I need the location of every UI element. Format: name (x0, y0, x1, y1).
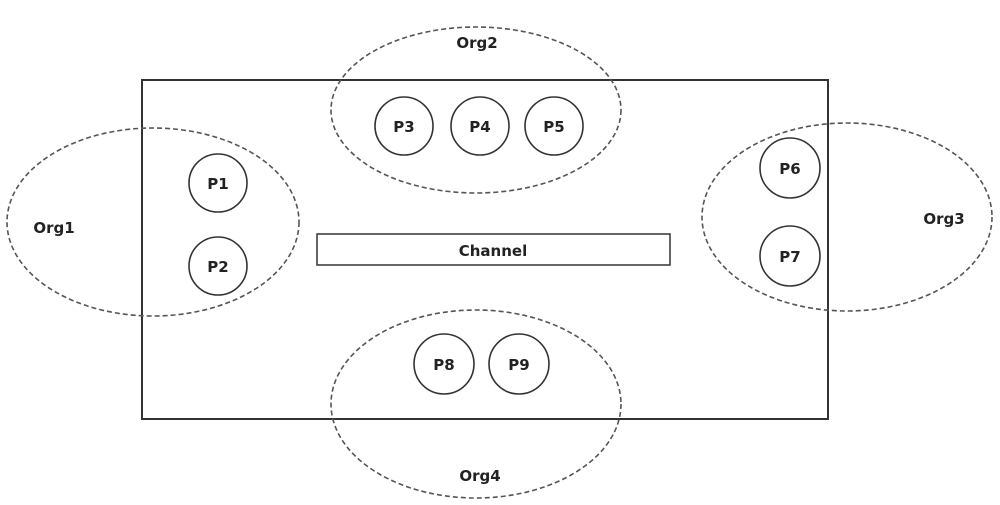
org1-group: Org1 P1 P2 (6, 127, 300, 317)
peer-p8-node (413, 333, 475, 395)
org4-label: Org4 (459, 467, 500, 485)
org2-group: Org2 P3 P4 P5 (330, 26, 622, 194)
peer-p7-node (759, 225, 821, 287)
org3-boundary (701, 122, 993, 312)
peer-p3-node (374, 96, 434, 156)
peer-p6-node (759, 137, 821, 199)
org2-label: Org2 (456, 34, 497, 52)
peer-p4-node (450, 96, 510, 156)
channel-label: Channel (459, 242, 527, 260)
org4-boundary (330, 309, 622, 499)
org4-group: Org4 P8 P9 (330, 309, 622, 499)
peer-p2-node (188, 236, 248, 296)
peer-p9-node (488, 333, 550, 395)
peer-p9-label: P9 (508, 356, 529, 374)
peer-p5-node (524, 96, 584, 156)
peer-p5-label: P5 (543, 118, 564, 136)
org3-group: Org3 P6 P7 (701, 122, 993, 312)
peer-p2-label: P2 (207, 258, 228, 276)
peer-p1-node (188, 153, 248, 213)
peer-p6-label: P6 (779, 160, 800, 178)
org1-label: Org1 (33, 219, 74, 237)
peer-p1-label: P1 (207, 175, 228, 193)
network-boundary (141, 79, 829, 420)
peer-p3-label: P3 (393, 118, 414, 136)
org3-label: Org3 (923, 210, 964, 228)
channel-bar (316, 233, 671, 266)
peer-p7-label: P7 (779, 248, 800, 266)
org1-boundary (6, 127, 300, 317)
org2-boundary (330, 26, 622, 194)
peer-p8-label: P8 (433, 356, 454, 374)
peer-p4-label: P4 (469, 118, 490, 136)
